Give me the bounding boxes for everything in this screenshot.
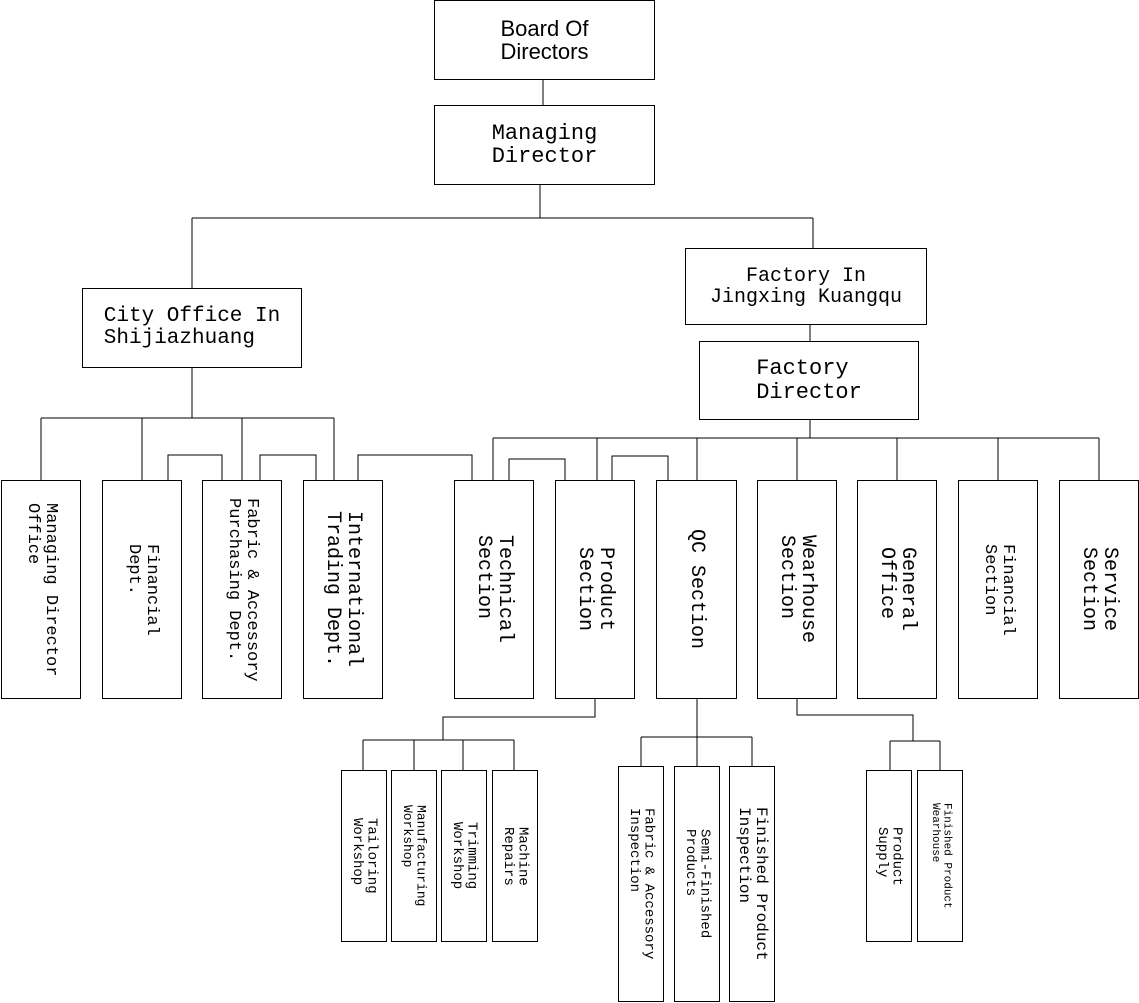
node-managing-director: Managing Director: [434, 105, 655, 185]
connector-factory-sections: [492, 420, 1100, 480]
node-qc-section-label: QC Section: [685, 529, 708, 650]
node-managing-director-office: Managing Director Office: [1, 480, 81, 699]
node-semi-finished-products: Semi-Finished Products: [674, 766, 720, 1002]
node-financial-dept: Financial Dept.: [102, 480, 182, 699]
node-managing-director-label: Managing Director: [491, 120, 598, 169]
node-managing-director-office-label: Managing Director Office: [23, 502, 60, 677]
node-finished-product-wearhouse-label: Finished Product Wearhouse: [929, 803, 953, 909]
node-fabric-accessory-inspection-label: Fabric & Accessory Inspection: [626, 808, 657, 960]
node-wearhouse-section-label: Wearhouse Section: [775, 535, 819, 644]
node-qc-section: QC Section: [656, 480, 737, 699]
node-factory-director: Factory Director: [699, 341, 919, 420]
node-factory: Factory In Jingxing Kuangqu: [685, 248, 927, 325]
node-trimming-workshop: Trimming Workshop: [441, 770, 487, 942]
node-factory-label: Factory In Jingxing Kuangqu: [709, 264, 903, 309]
node-technical-section: Technical Section: [454, 480, 534, 699]
node-service-section-label: Service Section: [1077, 547, 1121, 632]
connector-city-office-links: [167, 454, 473, 480]
node-international-trading-dept-label: International Trading Dept.: [321, 511, 365, 668]
node-trimming-workshop-label: Trimming Workshop: [449, 822, 480, 890]
connector-section-links: [508, 455, 669, 480]
node-semi-finished-products-label: Semi-Finished Products: [682, 829, 713, 939]
node-city-office: City Office In Shijiazhuang: [82, 288, 302, 368]
node-board-of-directors-label: Board Of Directors: [500, 15, 589, 64]
node-financial-section-label: Financial Section: [980, 543, 1017, 636]
node-finished-product-inspection-label: Finished Product Inspection: [735, 807, 770, 961]
connector-managing-branches: [191, 185, 814, 288]
node-international-trading-dept: International Trading Dept.: [303, 480, 383, 699]
connector-city-office-depts: [40, 368, 335, 480]
node-service-section: Service Section: [1059, 480, 1139, 699]
node-fabric-purchasing-dept: Fabric & Accessory Purchasing Dept.: [202, 480, 282, 699]
node-tailoring-workshop-label: Tailoring Workshop: [349, 818, 380, 894]
node-product-section-label: Product Section: [573, 547, 617, 632]
node-financial-section: Financial Section: [958, 480, 1038, 699]
node-city-office-label: City Office In Shijiazhuang: [103, 304, 281, 350]
node-factory-director-label: Factory Director: [756, 356, 862, 405]
node-technical-section-label: Technical Section: [472, 535, 516, 644]
node-finished-product-wearhouse: Finished Product Wearhouse: [917, 770, 963, 942]
node-product-section: Product Section: [555, 480, 635, 699]
node-machine-repairs: Machine Repairs: [492, 770, 538, 942]
node-product-supply-label: Product Supply: [874, 826, 905, 886]
connector-product-workshops: [362, 699, 596, 770]
node-manufacturing-workshop: Manufacturing Workshop: [391, 770, 437, 942]
node-general-office-label: General Office: [875, 547, 919, 632]
node-financial-dept-label: Financial Dept.: [124, 543, 161, 636]
node-machine-repairs-label: Machine Repairs: [500, 826, 531, 886]
node-fabric-accessory-inspection: Fabric & Accessory Inspection: [618, 766, 664, 1002]
node-fabric-purchasing-dept-label: Fabric & Accessory Purchasing Dept.: [224, 497, 261, 682]
node-finished-product-inspection: Finished Product Inspection: [729, 766, 775, 1002]
node-board-of-directors: Board Of Directors: [434, 0, 655, 80]
node-wearhouse-section: Wearhouse Section: [757, 480, 837, 699]
node-product-supply: Product Supply: [866, 770, 912, 942]
node-manufacturing-workshop-label: Manufacturing Workshop: [400, 805, 429, 907]
connector-wearhouse-supply: [796, 699, 941, 770]
node-general-office: General Office: [857, 480, 937, 699]
connector-qc-inspections: [640, 699, 753, 766]
node-tailoring-workshop: Tailoring Workshop: [341, 770, 387, 942]
